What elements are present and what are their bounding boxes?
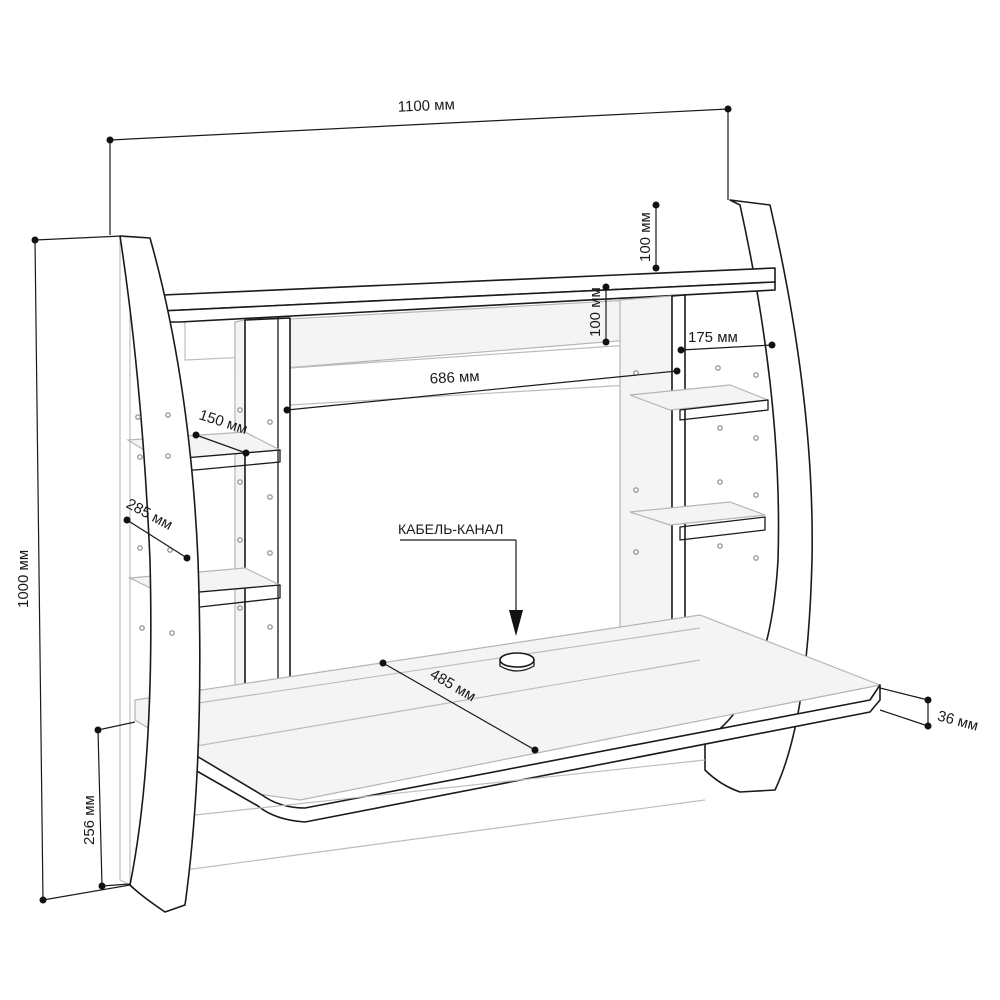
pin-hole [753, 492, 759, 498]
height-label: 1000 мм [15, 550, 32, 608]
pin-hole [237, 479, 243, 485]
pin-hole [267, 624, 273, 630]
right-shelf-label: 175 мм [688, 329, 738, 346]
pin-hole [165, 453, 171, 459]
pin-hole [237, 605, 243, 611]
pin-hole [267, 494, 273, 500]
under-desk-support [184, 759, 706, 871]
left-side-panel [119, 235, 201, 913]
pin-hole [633, 549, 639, 555]
right-side-panel [704, 199, 813, 793]
pin-hole [715, 365, 721, 371]
top-gap-label: 100 мм [637, 212, 654, 262]
pin-hole [267, 419, 273, 425]
floor-to-desk-label: 256 мм [81, 795, 98, 845]
inner-width-label: 686 мм [429, 368, 480, 388]
dimension-lines [31, 105, 932, 904]
pin-hole [267, 550, 273, 556]
pin-hole [237, 537, 243, 543]
pin-hole [139, 625, 145, 631]
pin-hole [137, 545, 143, 551]
pin-hole [717, 425, 723, 431]
pin-hole [135, 414, 141, 420]
cable-channel-hole [499, 652, 535, 672]
right-divider [619, 294, 686, 649]
pin-hole [753, 555, 759, 561]
pin-hole [237, 407, 243, 413]
pin-hole [717, 543, 723, 549]
right-shelf-upper [629, 384, 769, 421]
cable-channel-label: КАБЕЛЬ-КАНАЛ [398, 521, 504, 537]
desk-thickness-label: 36 мм [936, 708, 980, 735]
pin-hole [753, 435, 759, 441]
left-divider [234, 317, 291, 713]
pin-hole [137, 454, 143, 460]
pin-hole [165, 412, 171, 418]
pin-hole [753, 372, 759, 378]
pin-hole [633, 487, 639, 493]
shelf-pin-holes [135, 365, 759, 636]
desk-top [134, 614, 883, 823]
upper-panel-label: 100 мм [587, 287, 604, 337]
pin-hole [717, 479, 723, 485]
pin-hole [169, 630, 175, 636]
right-shelf-lower [629, 501, 766, 541]
width-label: 1100 мм [397, 96, 455, 115]
